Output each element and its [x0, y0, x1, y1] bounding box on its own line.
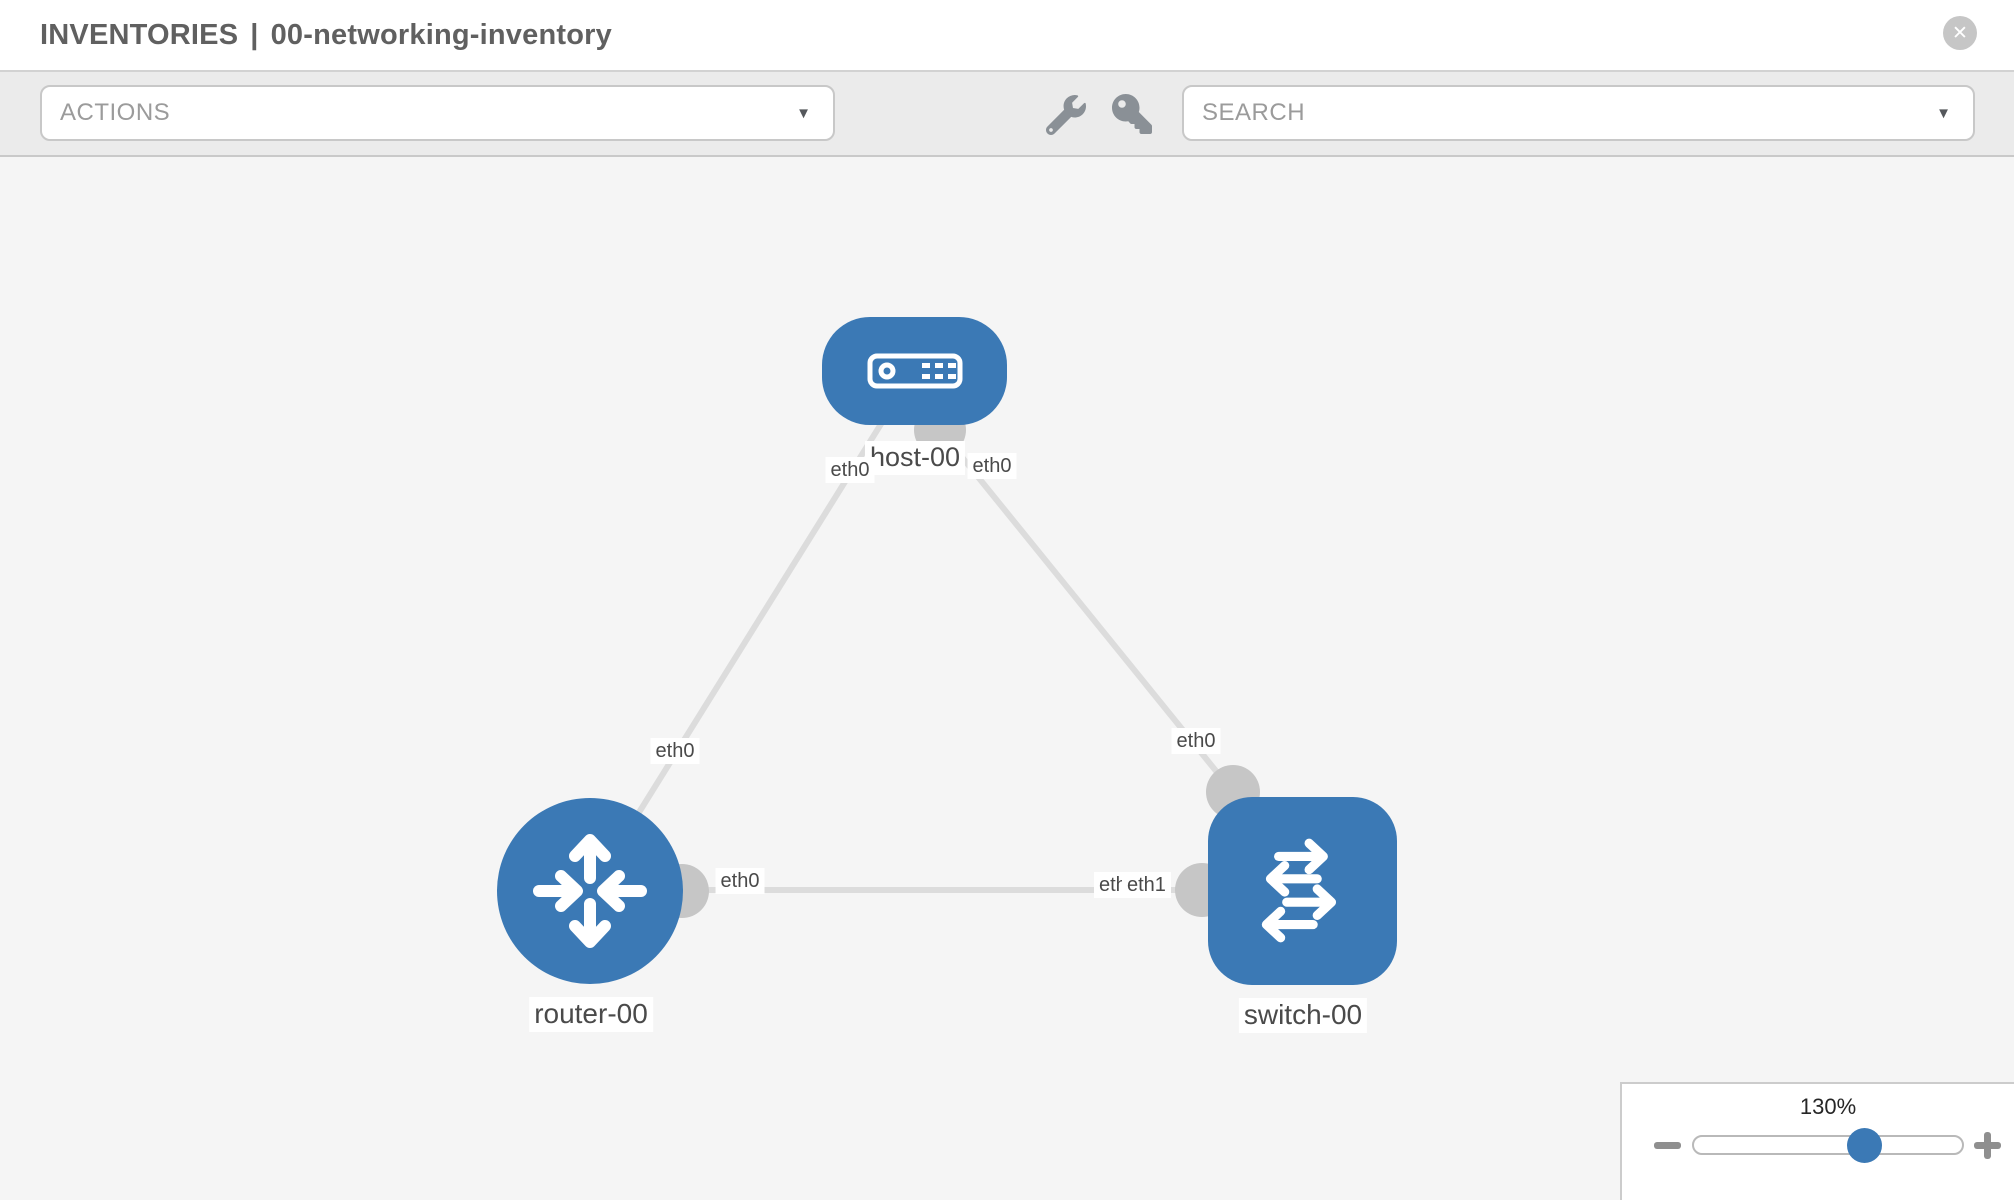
toolbar: ACTIONS ▼ SEARCH ▼	[0, 72, 2014, 157]
node-switch-00[interactable]	[1208, 797, 1397, 985]
search-dropdown-label: SEARCH	[1202, 99, 1306, 126]
interface-label-router-eth0-top: eth0	[650, 738, 700, 764]
breadcrumb-section: INVENTORIES	[40, 18, 239, 51]
switch-icon	[1261, 838, 1336, 943]
inventory-name: 00-networking-inventory	[270, 18, 612, 51]
zoom-value: 130%	[1799, 1094, 1857, 1119]
credentials-button[interactable]	[1110, 92, 1154, 136]
actions-dropdown-label: ACTIONS	[60, 99, 171, 126]
interface-label-switch-eth0-top: eth0	[1171, 728, 1221, 754]
interface-label-switch-eth1: eth1	[1122, 872, 1171, 898]
links-layer	[587, 369, 1260, 918]
plus-vertical-bar	[1984, 1132, 1991, 1159]
caret-down-icon: ▼	[796, 104, 811, 122]
zoom-slider-track[interactable]	[1692, 1135, 1964, 1155]
topology-canvas[interactable]: host-00 router-00 switch-00 eth0 eth0 et…	[0, 157, 2014, 1200]
node-label-switch: switch-00	[1238, 998, 1368, 1033]
interface-label-router-eth0-mid: eth0	[715, 868, 765, 894]
actions-dropdown[interactable]: ACTIONS ▼	[40, 85, 835, 141]
node-label-router: router-00	[529, 997, 653, 1032]
interface-label-host-eth0-left: eth0	[825, 457, 875, 483]
node-host-00[interactable]	[822, 317, 1007, 425]
key-icon	[1112, 94, 1152, 134]
zoom-slider-handle[interactable]	[1847, 1128, 1882, 1163]
wrench-icon	[1046, 95, 1086, 135]
page-title: INVENTORIES | 00-networking-inventory	[40, 19, 612, 52]
router-icon	[533, 834, 647, 948]
page-header: INVENTORIES | 00-networking-inventory ✕	[0, 0, 2014, 72]
node-label-host: host-00	[864, 441, 966, 475]
zoom-panel: 130%	[1620, 1082, 2014, 1200]
host-icon	[867, 353, 962, 389]
close-button[interactable]: ✕	[1943, 16, 1977, 50]
caret-down-icon: ▼	[1936, 104, 1951, 122]
breadcrumb-separator: |	[250, 18, 259, 51]
configure-button[interactable]	[1044, 93, 1088, 137]
close-icon: ✕	[1952, 22, 1968, 44]
interface-label-host-eth0-right: eth0	[967, 453, 1017, 479]
node-router-00[interactable]	[497, 798, 683, 984]
zoom-out-icon[interactable]	[1654, 1142, 1681, 1149]
zoom-in-icon[interactable]	[1974, 1132, 2001, 1159]
search-dropdown[interactable]: SEARCH ▼	[1182, 85, 1975, 141]
